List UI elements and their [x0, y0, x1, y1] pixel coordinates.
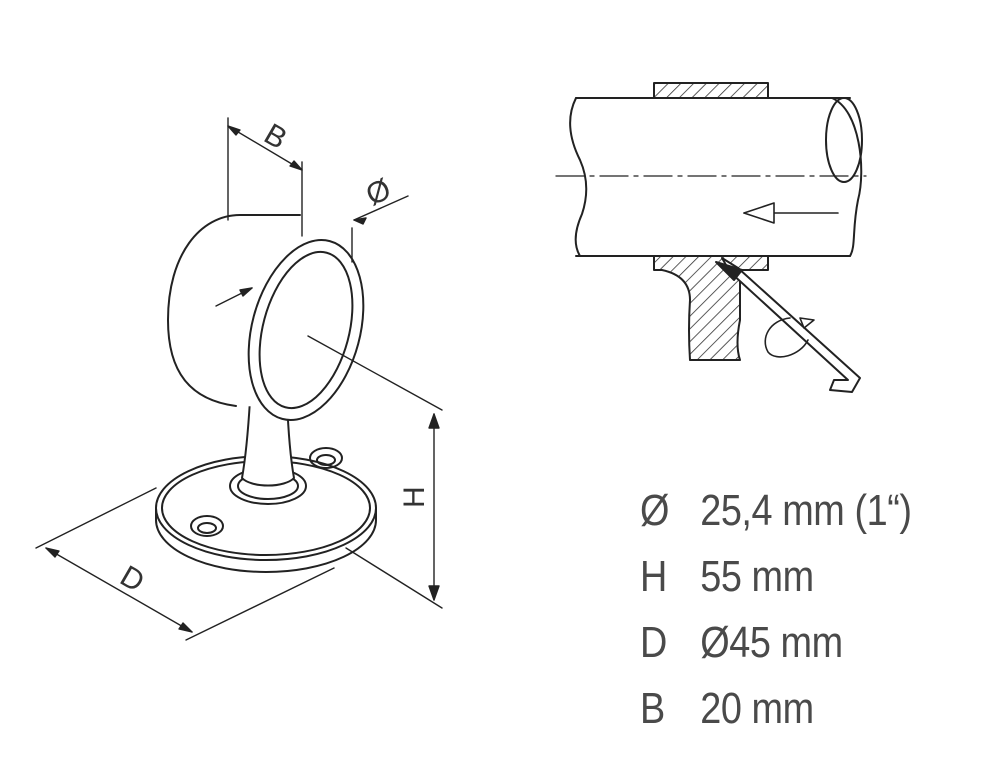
clamp-bottom-section — [653, 255, 769, 361]
dimension-label-diameter: Ø — [361, 173, 396, 213]
spec-row-base-diameter: D Ø45 mm — [640, 610, 912, 676]
spec-symbol: B — [640, 684, 665, 733]
spec-symbol: H — [640, 552, 667, 601]
mounting-section-view — [555, 82, 867, 393]
spec-row-width: B 20 mm — [640, 676, 912, 742]
screw-hole-right — [309, 447, 343, 469]
dimension-label-h: H — [398, 486, 431, 508]
screw-hole-left — [190, 515, 224, 537]
spec-value: 55 mm — [700, 552, 814, 601]
ring-saddle — [167, 214, 365, 421]
rotation-arrow-icon — [764, 317, 815, 358]
dimension-label-d: D — [115, 559, 150, 598]
spec-row-diameter: Ø 25,4 mm (1“) — [640, 478, 912, 544]
pipe — [555, 97, 867, 257]
stem — [229, 399, 307, 505]
spec-value: 20 mm — [700, 684, 814, 733]
spec-symbol: Ø — [640, 486, 670, 535]
spec-table: Ø 25,4 mm (1“) H 55 mm D Ø45 mm B 20 mm — [640, 478, 912, 742]
spec-row-height: H 55 mm — [640, 544, 912, 610]
bracket-isometric-view: B Ø H D — [35, 117, 443, 641]
spec-symbol: D — [640, 618, 667, 667]
dimension-label-b: B — [259, 117, 293, 156]
spec-value: Ø45 mm — [700, 618, 843, 667]
spec-value: 25,4 mm (1“) — [700, 486, 912, 535]
dimension-lines — [35, 117, 443, 641]
allen-key-icon — [715, 257, 861, 393]
clamp-top-section — [653, 82, 769, 99]
